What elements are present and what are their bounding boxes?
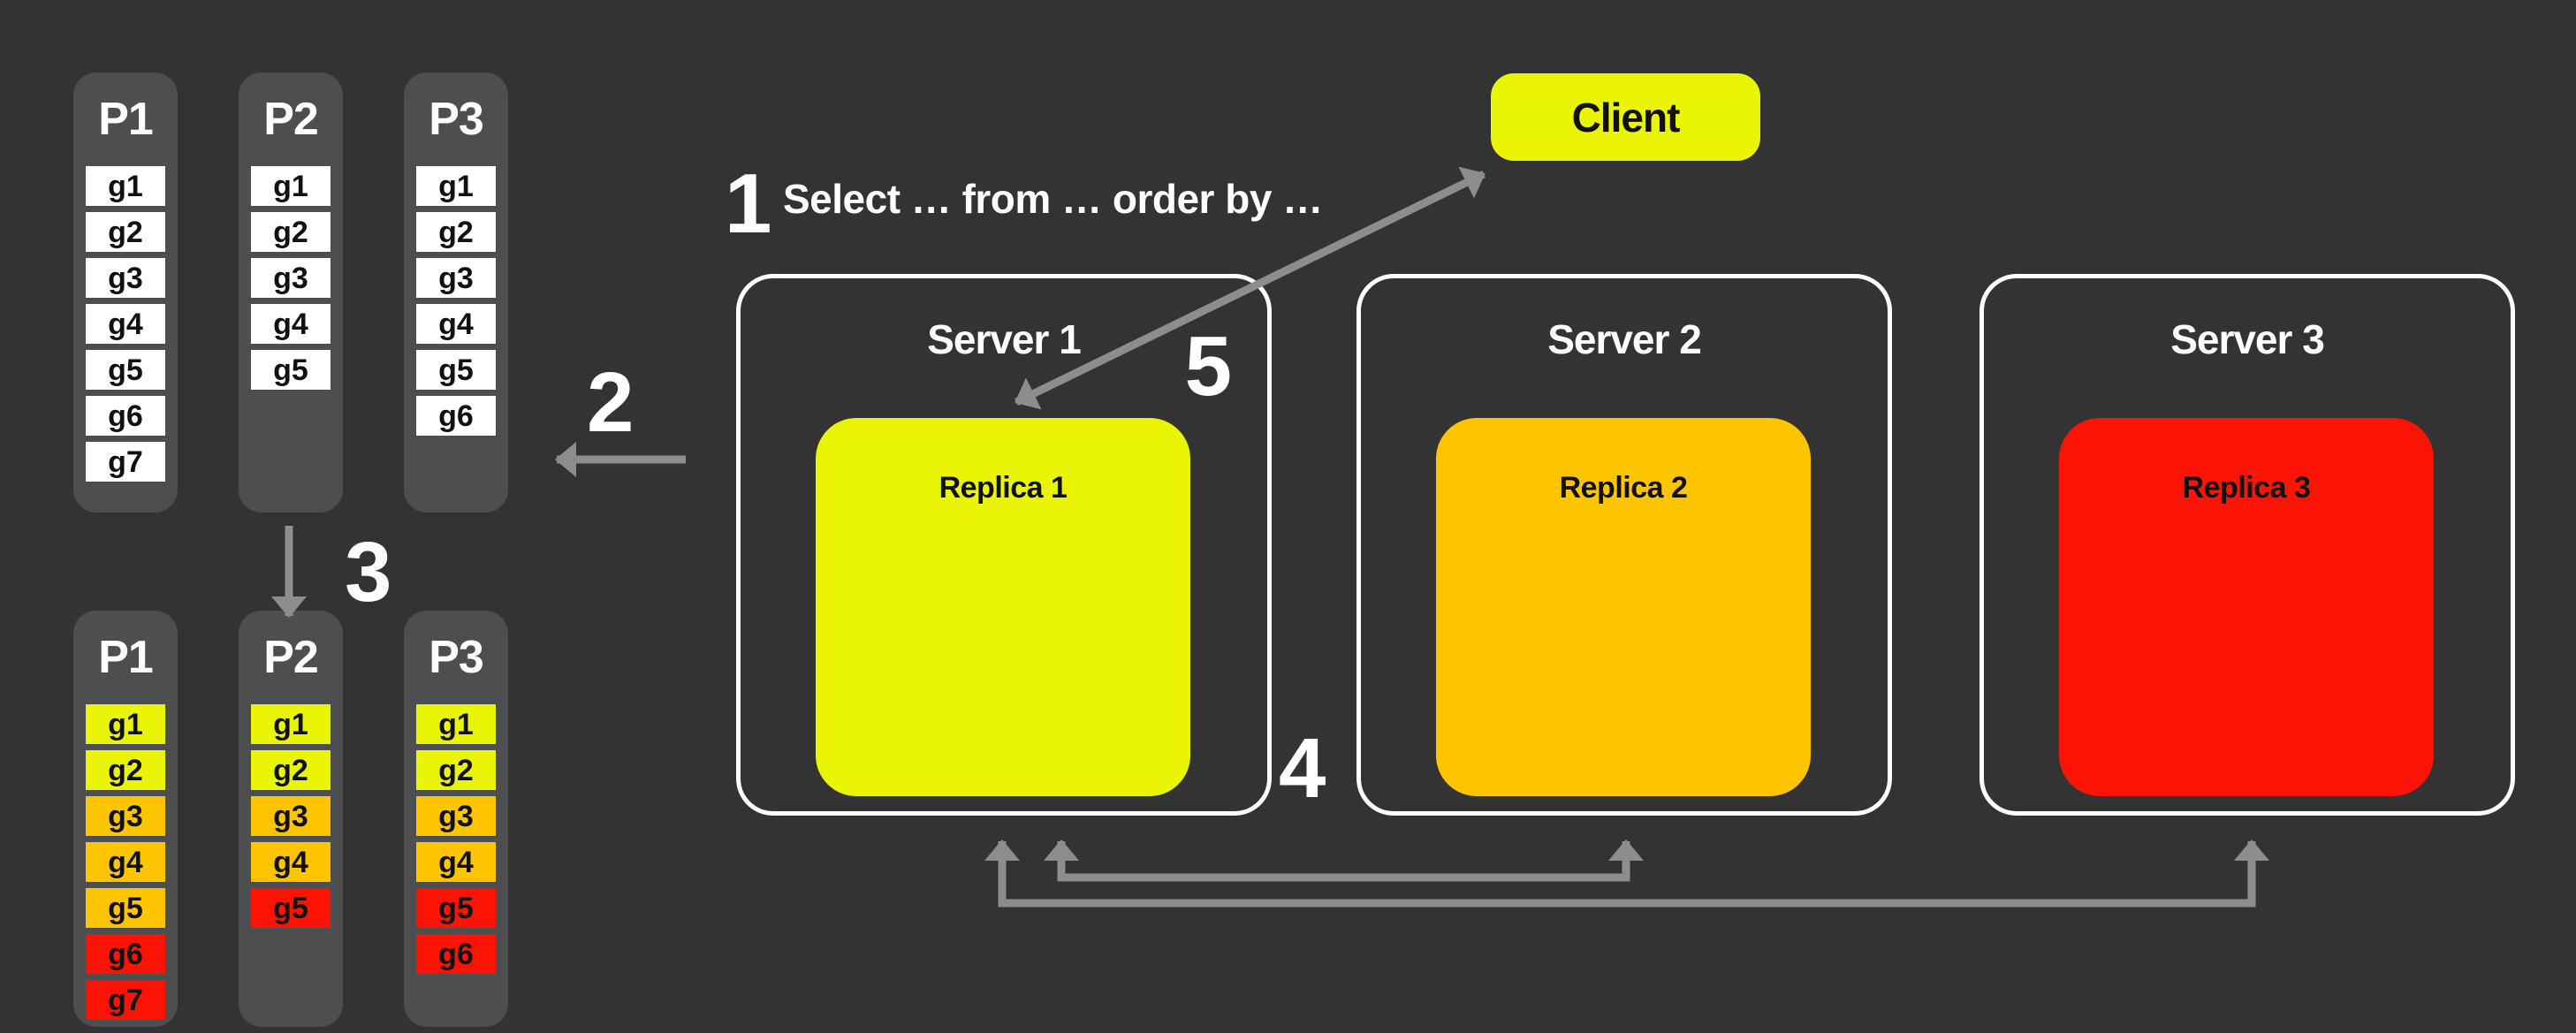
partition-title: P3	[429, 632, 484, 683]
step-3-number: 3	[345, 525, 391, 619]
partition-item: g2	[251, 212, 331, 252]
partition-item: g4	[251, 304, 331, 344]
server-2-box: Server 2 Replica 2	[1356, 274, 1892, 816]
partition-title: P3	[429, 94, 484, 145]
partition-item: g5	[416, 888, 496, 928]
partition-item: g1	[86, 704, 165, 744]
replica-label: Replica 3	[2182, 471, 2311, 505]
partition-item: g5	[251, 888, 331, 928]
replica-label: Replica 2	[1559, 471, 1688, 505]
step-2-number: 2	[587, 355, 634, 450]
partition-item: g6	[416, 396, 496, 436]
step-1-number: 1	[725, 156, 771, 251]
partition-item: g1	[251, 166, 331, 206]
partition-item: g1	[416, 704, 496, 744]
partition-items: g1 g2 g3 g4 g5 g6 g7	[73, 704, 178, 1020]
partition-items: g1 g2 g3 g4 g5 g6	[404, 704, 508, 974]
partition-item: g3	[86, 796, 165, 836]
partition-item: g4	[86, 304, 165, 344]
partition-items: g1 g2 g3 g4 g5	[239, 704, 343, 928]
replica-1-box: Replica 1	[816, 418, 1190, 796]
query-text: Select … from … order by …	[783, 176, 1323, 222]
partition-after-p1: P1 g1 g2 g3 g4 g5 g6 g7	[73, 611, 178, 1027]
client-box: Client	[1491, 73, 1760, 161]
partition-item: g3	[86, 258, 165, 298]
partition-item: g1	[86, 166, 165, 206]
partition-items: g1 g2 g3 g4 g5	[239, 166, 343, 390]
partition-item: g2	[416, 750, 496, 790]
partition-item: g1	[416, 166, 496, 206]
server-3-box: Server 3 Replica 3	[1979, 274, 2515, 816]
partition-item: g2	[416, 212, 496, 252]
partition-after-p2: P2 g1 g2 g3 g4 g5	[239, 611, 343, 1027]
partition-item: g4	[251, 842, 331, 882]
replication-arrow-server1-server3	[984, 839, 2269, 908]
replica-label: Replica 1	[938, 471, 1068, 505]
partition-item: g3	[251, 796, 331, 836]
replication-arrow-server1-server2	[1044, 839, 1644, 882]
partition-title: P1	[98, 94, 154, 145]
partition-item: g7	[86, 980, 165, 1020]
partition-item: g3	[251, 258, 331, 298]
partition-item: g4	[416, 304, 496, 344]
partition-item: g5	[86, 888, 165, 928]
server-label: Server 3	[2170, 316, 2325, 362]
partition-before-p2: P2 g1 g2 g3 g4 g5	[239, 72, 343, 513]
partition-item: g5	[251, 350, 331, 390]
partition-title: P2	[263, 632, 319, 683]
replica-3-box: Replica 3	[2059, 418, 2434, 796]
partition-item: g1	[251, 704, 331, 744]
server-1-box: Server 1 5 Replica 1	[736, 274, 1272, 816]
partition-items: g1 g2 g3 g4 g5 g6	[404, 166, 508, 436]
partition-before-p3: P3 g1 g2 g3 g4 g5 g6	[404, 72, 508, 513]
partition-item: g4	[416, 842, 496, 882]
partition-item: g2	[86, 750, 165, 790]
partition-item: g5	[86, 350, 165, 390]
partition-after-p3: P3 g1 g2 g3 g4 g5 g6	[404, 611, 508, 1027]
partition-item: g2	[86, 212, 165, 252]
partition-item: g3	[416, 796, 496, 836]
partition-item: g2	[251, 750, 331, 790]
partition-item: g6	[86, 396, 165, 436]
partition-title: P1	[98, 632, 154, 683]
step-4-number: 4	[1279, 721, 1326, 816]
server-label: Server 2	[1547, 316, 1702, 362]
partition-item: g5	[416, 350, 496, 390]
partition-item: g6	[86, 934, 165, 974]
step-5-number: 5	[1184, 319, 1232, 414]
replica-2-box: Replica 2	[1436, 418, 1811, 796]
partition-item: g6	[416, 934, 496, 974]
partition-item: g7	[86, 442, 165, 482]
partition-item: g3	[416, 258, 496, 298]
partition-items: g1 g2 g3 g4 g5 g6 g7	[73, 166, 178, 482]
partition-item: g4	[86, 842, 165, 882]
partition-title: P2	[263, 94, 319, 145]
partition-before-p1: P1 g1 g2 g3 g4 g5 g6 g7	[73, 72, 178, 513]
